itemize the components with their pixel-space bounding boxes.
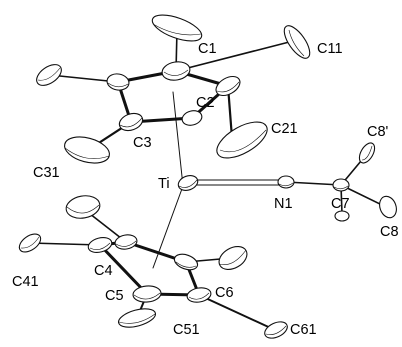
label-c1: C1 bbox=[198, 41, 217, 57]
label-n1: N1 bbox=[274, 196, 293, 212]
ellipsoid-c21 bbox=[216, 121, 268, 159]
ellipsoid-c-top-methyl bbox=[65, 195, 101, 219]
label-c7: C7 bbox=[331, 196, 350, 212]
bond-lines bbox=[29, 29, 387, 331]
ellipsoid-c11 bbox=[283, 25, 311, 59]
ellipsoid-c5 bbox=[132, 285, 162, 303]
ellipsoid-ti bbox=[177, 175, 199, 191]
ellipsoid-c4 bbox=[87, 237, 113, 253]
ellipsoid-c31 bbox=[64, 136, 110, 164]
ellipsoid-c3 bbox=[118, 112, 144, 132]
label-c8: C8 bbox=[380, 224, 399, 240]
label-c41: C41 bbox=[12, 274, 39, 290]
label-c5: C5 bbox=[105, 288, 124, 304]
ellipsoid-c6a-methyl bbox=[218, 245, 248, 271]
bond-c5-c4 bbox=[98, 243, 149, 296]
label-c3: C3 bbox=[133, 135, 152, 151]
ellipsoid-c-ring-right bbox=[181, 110, 203, 126]
ellipsoid-c61 bbox=[264, 321, 288, 339]
bond-c6-c61 bbox=[198, 294, 276, 331]
ellipsoid-c-back bbox=[106, 73, 130, 91]
ellipsoid-c41 bbox=[18, 233, 42, 253]
ellipsoid-c-back-methyl bbox=[36, 64, 62, 86]
ellipsoid-c6 bbox=[186, 287, 212, 303]
atom-ellipsoids bbox=[18, 14, 397, 339]
ellipsoid-n1 bbox=[277, 175, 295, 189]
ellipsoid-c1 bbox=[161, 61, 191, 81]
bond-n1-c7 bbox=[285, 181, 342, 186]
label-c51: C51 bbox=[173, 322, 200, 338]
ellipsoid-c7 bbox=[332, 178, 350, 192]
label-c11: C11 bbox=[317, 41, 343, 57]
ellipsoid-c6a bbox=[173, 253, 199, 271]
label-c2: C2 bbox=[196, 95, 215, 111]
ellipsoid-c8prime bbox=[358, 142, 376, 164]
ellipsoid-c-ring-top bbox=[114, 234, 138, 250]
ellipsoid-c2 bbox=[215, 75, 241, 97]
bond-ti-centroid-upper bbox=[172, 91, 184, 187]
atom-labels: C1 C11 C2 C21 C3 C31 Ti N1 C7 C8' C8 C4 … bbox=[12, 41, 399, 338]
label-c21: C21 bbox=[271, 121, 298, 137]
ellipsoid-c51 bbox=[117, 308, 157, 328]
label-c6: C6 bbox=[215, 285, 234, 301]
bond-ti-centroid-lower bbox=[152, 185, 184, 269]
bond-c7-c8 bbox=[340, 184, 387, 208]
label-c4: C4 bbox=[94, 263, 113, 279]
ellipsoid-c-top bbox=[151, 14, 203, 42]
bond-c1-c11 bbox=[175, 39, 298, 72]
label-c8prime: C8' bbox=[367, 124, 389, 140]
label-ti: Ti bbox=[158, 176, 170, 192]
label-c61: C61 bbox=[290, 322, 317, 338]
ellipsoid-c-lower-of-c7 bbox=[334, 210, 350, 222]
ellipsoid-c8 bbox=[379, 195, 397, 219]
label-c31: C31 bbox=[33, 165, 60, 181]
